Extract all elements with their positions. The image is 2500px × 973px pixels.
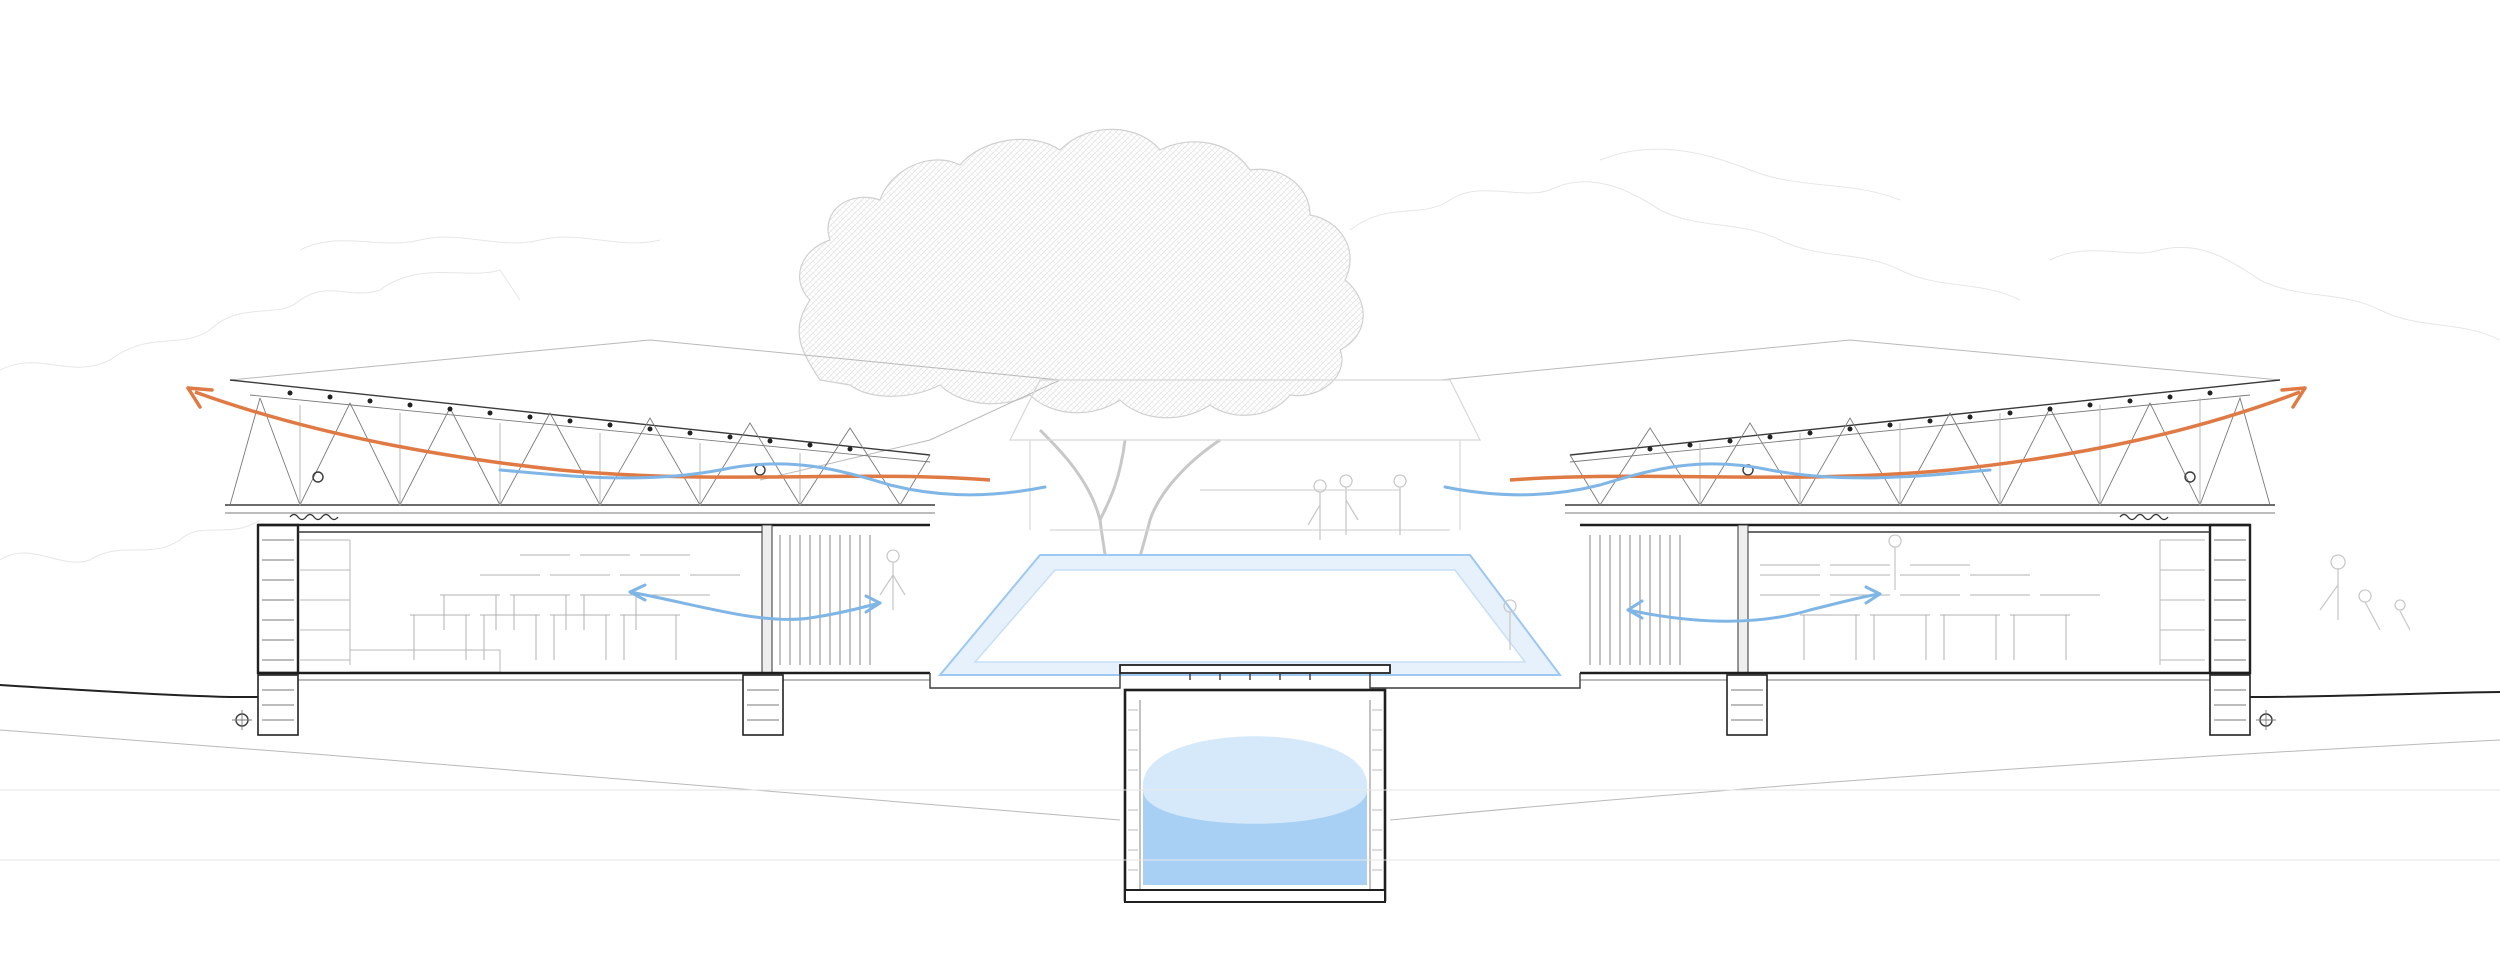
warm-air-arrow-icon-right [1509, 386, 2307, 482]
left-classroom [256, 523, 930, 681]
cistern-water [1143, 790, 1367, 885]
left-outer-wall [256, 523, 300, 675]
pool-grate [1119, 664, 1391, 674]
right-classroom [1580, 523, 2252, 681]
footing-right-inner [1726, 674, 1768, 736]
footing-right-outer [2209, 674, 2276, 736]
foundations [232, 674, 2276, 736]
right-inner-column [1737, 524, 1749, 674]
roof-rafter-ends-left [287, 390, 853, 452]
tree-canopy [798, 128, 1364, 419]
desk-icon [410, 554, 740, 660]
roof-vent-right-2 [2184, 471, 2196, 483]
roof-rafter-ends-right [1647, 390, 2213, 452]
roof-vent-left-1 [312, 471, 324, 483]
footing-left-outer [232, 674, 299, 736]
roof-vent-left-2 [754, 464, 766, 476]
left-inner-column [761, 524, 773, 674]
right-outer-wall [2208, 523, 2252, 675]
background-trees [0, 148, 2500, 563]
cool-air-arrow-icon [498, 462, 1992, 623]
warm-air-arrow-icon [186, 386, 991, 482]
desk-icon [1760, 564, 2100, 660]
underground-cistern [1123, 688, 1387, 903]
footing-left-inner [742, 674, 784, 736]
courtyard-pool [929, 554, 1581, 689]
person-icon [879, 474, 2411, 650]
